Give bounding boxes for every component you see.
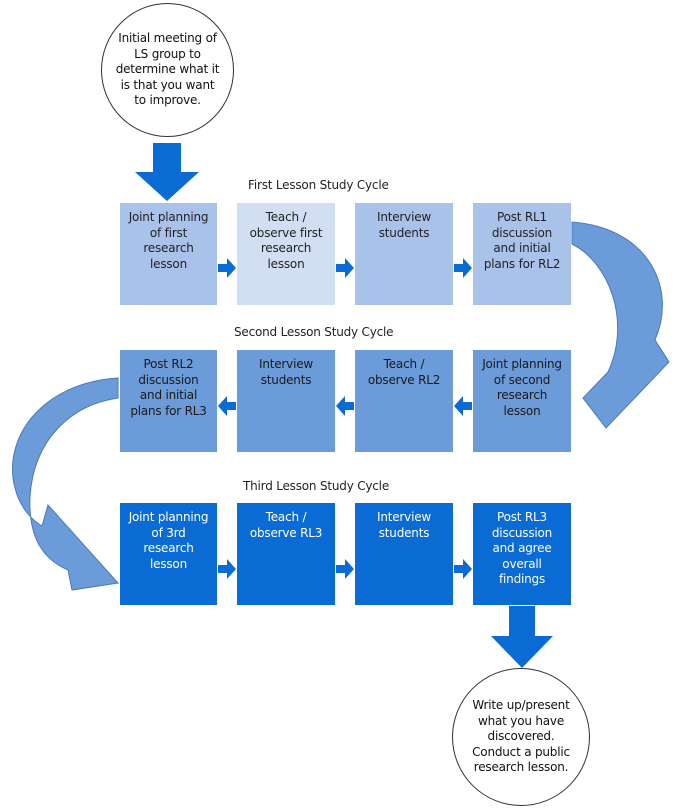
- right-arrow-r1-1: [218, 258, 236, 278]
- cycle-1-step-1: Joint planning of first research lesson: [120, 203, 217, 305]
- cycle-2-step-2: Interview students: [237, 350, 335, 452]
- right-arrow-r3-3: [454, 559, 472, 579]
- right-arrow-r1-2: [336, 258, 354, 278]
- end-circle-text: Write up/present what you have discovere…: [472, 698, 570, 775]
- cycle-3-step-4: Post RL3 discussion and agree overall fi…: [473, 503, 571, 605]
- cycle-1-step-4: Post RL1 discussion and initial plans fo…: [473, 203, 571, 305]
- end-circle: Write up/present what you have discovere…: [452, 668, 590, 806]
- cycle-2-step-3: Teach / observe RL2: [355, 350, 453, 452]
- cycle-1-step-3: Interview students: [355, 203, 453, 305]
- right-arrow-r3-1: [218, 559, 236, 579]
- cycle-1-step-2: Teach / observe first research lesson: [237, 203, 335, 305]
- cycle-1-title: First Lesson Study Cycle: [248, 178, 389, 192]
- down-arrow-end: [491, 606, 553, 668]
- curved-arrow-left: [11, 377, 119, 591]
- cycle-2-title: Second Lesson Study Cycle: [234, 325, 394, 339]
- right-arrow-r3-2: [336, 559, 354, 579]
- right-arrow-r1-3: [454, 258, 472, 278]
- left-arrow-r2-1: [218, 396, 236, 416]
- start-circle-text: Initial meeting of LS group to determine…: [115, 31, 220, 108]
- cycle-2-step-1: Post RL2 discussion and initial plans fo…: [120, 350, 217, 452]
- cycle-3-step-3: Interview students: [355, 503, 453, 605]
- cycle-3-step-2: Teach / observe RL3: [237, 503, 335, 605]
- curved-arrow-right: [571, 221, 670, 429]
- cycle-3-title: Third Lesson Study Cycle: [243, 479, 390, 493]
- start-circle: Initial meeting of LS group to determine…: [101, 3, 234, 137]
- left-arrow-r2-3: [454, 396, 472, 416]
- cycle-3-step-1: Joint planning of 3rd research lesson: [120, 503, 217, 605]
- down-arrow-start: [135, 143, 199, 201]
- cycle-2-step-4: Joint planning of second research lesson: [473, 350, 571, 452]
- left-arrow-r2-2: [336, 396, 354, 416]
